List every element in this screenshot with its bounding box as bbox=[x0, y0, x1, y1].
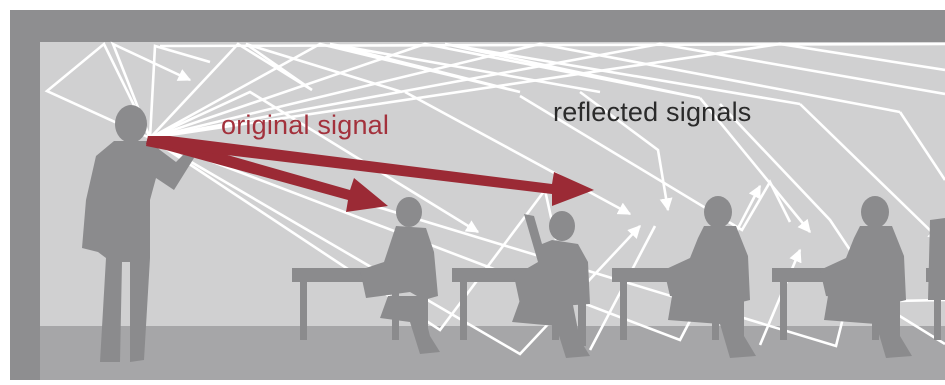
reflected-path bbox=[799, 103, 941, 241]
student-2 bbox=[452, 211, 590, 358]
reflected-path bbox=[519, 94, 792, 232]
floor bbox=[40, 326, 945, 380]
ceiling bbox=[10, 10, 945, 42]
reflected-path bbox=[110, 41, 192, 139]
original-signal-arrow-short bbox=[146, 136, 388, 212]
original-signal-label: original signal bbox=[221, 110, 390, 140]
reflected-path bbox=[698, 97, 812, 234]
reflected-path bbox=[149, 42, 601, 140]
reflected-path bbox=[149, 42, 403, 139]
reflected-path bbox=[404, 90, 632, 216]
student-4 bbox=[772, 196, 912, 358]
reflected-path bbox=[148, 44, 211, 139]
reflected-path bbox=[44, 41, 152, 140]
original-signal-arrows bbox=[146, 136, 594, 212]
student-3 bbox=[612, 196, 756, 358]
reflected-path bbox=[149, 136, 558, 332]
student-1 bbox=[292, 197, 440, 354]
left-wall-frame bbox=[10, 10, 40, 380]
reflected-path bbox=[159, 42, 945, 48]
reflected-path bbox=[149, 136, 641, 356]
reflected-signals-label: reflected signals bbox=[553, 97, 752, 127]
teacher-silhouette bbox=[82, 105, 194, 362]
back-wall bbox=[40, 42, 945, 332]
reflected-path bbox=[898, 111, 945, 181]
student-5-partial bbox=[926, 218, 945, 340]
reflected-path bbox=[579, 90, 673, 212]
original-signal-arrow-long bbox=[146, 136, 594, 206]
reflected-path bbox=[149, 90, 480, 234]
